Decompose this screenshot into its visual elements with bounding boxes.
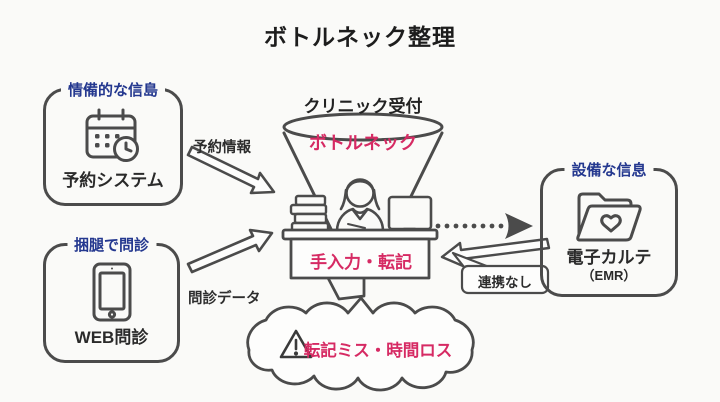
warning-icon [279, 329, 313, 359]
dotted-arrow-to-emr [435, 213, 533, 239]
reservation-info-label: 予約情報 [193, 140, 251, 156]
web-interview-box-label: WEB問診 [74, 328, 149, 347]
web-interview-box-tag: 捆腿で問診 [66, 234, 157, 255]
emr-box-sublabel: （EMR） [581, 268, 637, 283]
web-interview-box: 捆腿で問診 WEB問診 [43, 234, 180, 363]
page-title: ボトルネック整理 [264, 24, 456, 50]
reservation-box-tag: 情備的な信島 [60, 79, 166, 100]
calendar-clock-icon [85, 108, 139, 162]
no-integration-label: 連携なし [478, 275, 532, 290]
emr-box-tag: 設備な信息 [564, 159, 654, 180]
funnel-spout [325, 275, 366, 301]
reception-label: クリニック受付 [303, 97, 423, 116]
emr-box-label: 電子カルテ [566, 248, 652, 267]
tablet-icon [92, 262, 131, 322]
receptionist-icon [335, 178, 385, 233]
arrow-emr-to-desk [440, 237, 551, 268]
manual-entry-label: 手入力・転記 [310, 253, 412, 272]
bottleneck-label: ボトルネック [309, 133, 417, 153]
reservation-system-box: 情備的な信島 予約システム [43, 79, 183, 206]
reservation-box-label: 予約システム [62, 171, 164, 190]
paper-stack-icon [289, 194, 330, 234]
interview-data-label: 問診データ [188, 291, 261, 307]
arrow-reservation-to-desk [186, 145, 276, 195]
folder-heart-icon [576, 192, 642, 242]
desk-shape [281, 228, 439, 280]
cloud-risk-label: 転記ミス・時間ロス [303, 342, 453, 360]
cloud-shape [246, 296, 475, 392]
arrow-webform-to-desk [186, 228, 274, 274]
emr-box: 設備な信息 電子カルテ （EMR） [540, 159, 678, 297]
